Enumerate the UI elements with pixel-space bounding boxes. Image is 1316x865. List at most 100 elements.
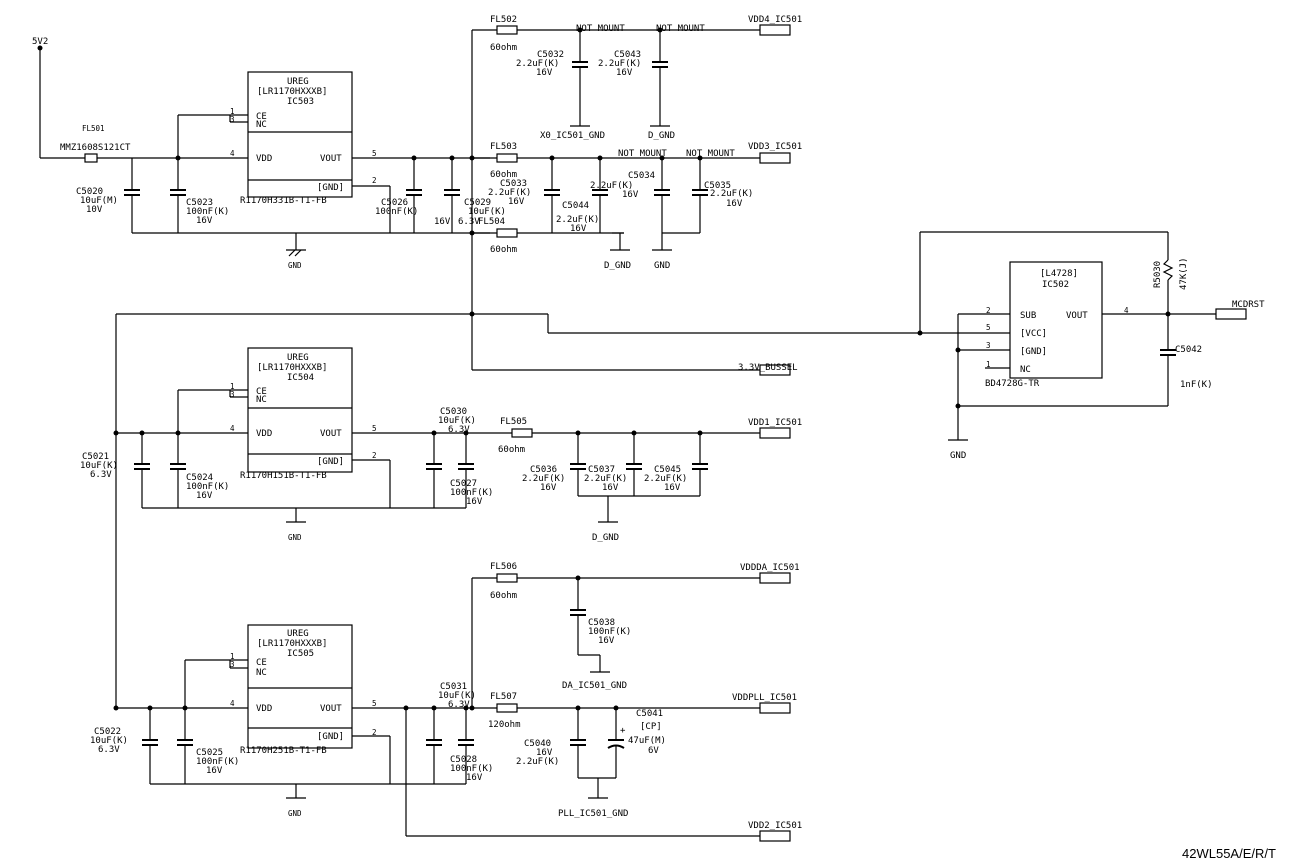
ic502-vout: VOUT bbox=[1066, 311, 1088, 321]
c5027-val: 100nF(K) bbox=[450, 488, 493, 498]
c5032-val: 2.2uF(K) bbox=[516, 59, 559, 69]
ic503-order: R1170H331B-T1-FB bbox=[240, 196, 327, 206]
c5035-val: 2.2uF(K) bbox=[710, 189, 753, 199]
net-vddpll: VDDPLL_IC501 bbox=[732, 693, 797, 703]
c5033-ref: C5033 bbox=[500, 179, 527, 189]
c5024-val: 100nF(K) bbox=[186, 482, 229, 492]
pin-num: 1 bbox=[986, 360, 991, 369]
gnd-ic504: GND bbox=[288, 533, 302, 542]
fl502-ref: FL502 bbox=[490, 15, 517, 25]
c5037-volt: 16V bbox=[602, 483, 619, 493]
fl507-ref: FL507 bbox=[490, 692, 517, 702]
c5021-val: 10uF(K) bbox=[80, 461, 118, 471]
c5034-val: 2.2uF(K) bbox=[590, 181, 633, 191]
ic503-type: UREG bbox=[287, 77, 309, 87]
ic505-order: R1170H251B-T1-FB bbox=[240, 746, 327, 756]
c5026-ref: C5026 bbox=[381, 198, 408, 208]
ic503-ref: IC503 bbox=[287, 97, 314, 107]
net-x0-gnd: X0_IC501_GND bbox=[540, 131, 605, 141]
pin-num: 4 bbox=[230, 149, 235, 158]
ic504-ce: CE bbox=[256, 387, 267, 397]
branch-vdd3: FL503 60ohm VDD3_IC501 NOT MOUNT NOT MOU… bbox=[472, 142, 802, 271]
c5033-volt: 16V bbox=[508, 197, 525, 207]
gnd-ic502: GND bbox=[950, 451, 966, 461]
gnd-ic503: GND bbox=[288, 261, 302, 270]
gnd-ic505: GND bbox=[288, 809, 302, 818]
ic505-ref: IC505 bbox=[287, 649, 314, 659]
ic503-ce: CE bbox=[256, 112, 267, 122]
c5035-ref: C5035 bbox=[704, 181, 731, 191]
net-vddda: VDDDA_IC501 bbox=[740, 563, 800, 573]
fl505-ref: FL505 bbox=[500, 417, 527, 427]
pin-num: 5 bbox=[372, 424, 377, 433]
pin-num: 5 bbox=[372, 699, 377, 708]
c5043-volt: 16V bbox=[616, 68, 633, 78]
net-pll-gnd: PLL_IC501_GND bbox=[558, 809, 628, 819]
c5045-val: 2.2uF(K) bbox=[644, 474, 687, 484]
c5041-plus: + bbox=[620, 726, 626, 736]
ic502-order: BD4728G-TR bbox=[985, 379, 1040, 389]
c5021-volt: 6.3V bbox=[90, 470, 112, 480]
ic504-gnd: [GND] bbox=[317, 457, 344, 467]
c5028-ref: C5028 bbox=[450, 755, 477, 765]
c5044-volt: 16V bbox=[570, 224, 587, 234]
c5032-ref: C5032 bbox=[537, 50, 564, 60]
pin-num: 5 bbox=[372, 149, 377, 158]
section-ic504: C5021 10uF(K) 6.3V C5024 100nF(K) 16V UR… bbox=[80, 347, 802, 543]
c5030-volt: 6.3V bbox=[448, 425, 470, 435]
ic505-part: [LR1170HXXXB] bbox=[257, 639, 327, 649]
fl501-part: MMZ1608S121CT bbox=[60, 143, 131, 153]
c5042-ref: C5042 bbox=[1175, 345, 1202, 355]
c5029-volt1: 16V bbox=[434, 217, 451, 227]
pin-num: 2 bbox=[372, 176, 377, 185]
pin-num: 3 bbox=[230, 660, 235, 669]
ic502-gnd: [GND] bbox=[1020, 347, 1047, 357]
ic502-nc: NC bbox=[1020, 365, 1031, 375]
net-mcdrst: MCDRST bbox=[1232, 300, 1265, 310]
net-gnd-2: GND bbox=[654, 261, 670, 271]
c5022-ref: C5022 bbox=[94, 727, 121, 737]
c5036-val: 2.2uF(K) bbox=[522, 474, 565, 484]
ic503-part: [LR1170HXXXB] bbox=[257, 87, 327, 97]
ic502-vcc: [VCC] bbox=[1020, 329, 1047, 339]
net-d-gnd-2: D_GND bbox=[604, 261, 631, 271]
c5043-ref: C5043 bbox=[614, 50, 641, 60]
c5042-val: 1nF(K) bbox=[1180, 380, 1213, 390]
ic502-part: [L4728] bbox=[1040, 269, 1078, 279]
net-vdd4: VDD4_IC501 bbox=[748, 15, 802, 25]
ic505-type: UREG bbox=[287, 629, 309, 639]
ic503-gnd: [GND] bbox=[317, 183, 344, 193]
pin-num: 2 bbox=[372, 728, 377, 737]
c5045-volt: 16V bbox=[664, 483, 681, 493]
ic502-sub: SUB bbox=[1020, 311, 1036, 321]
pin-num: 1 bbox=[230, 382, 235, 391]
ic502-ref: IC502 bbox=[1042, 280, 1069, 290]
c5028-volt: 16V bbox=[466, 773, 483, 783]
pin-num: 1 bbox=[230, 107, 235, 116]
ic503-nc: NC bbox=[256, 120, 267, 130]
net-bussel: 3.3V_BUSSEL bbox=[738, 363, 798, 373]
pin-num: 3 bbox=[986, 341, 991, 350]
c5031-volt: 6.3V bbox=[448, 700, 470, 710]
c5038-ref: C5038 bbox=[588, 618, 615, 628]
ic504-vout: VOUT bbox=[320, 429, 342, 439]
c5034-ref: C5034 bbox=[628, 171, 655, 181]
ic504-part: [LR1170HXXXB] bbox=[257, 363, 327, 373]
c5025-volt: 16V bbox=[206, 766, 223, 776]
ic504-ref: IC504 bbox=[287, 373, 314, 383]
ic505-nc: NC bbox=[256, 668, 267, 678]
c5041-type: [CP] bbox=[640, 722, 662, 732]
c5023-ref: C5023 bbox=[186, 198, 213, 208]
not-mount-1: NOT MOUNT bbox=[576, 24, 625, 34]
c5040-ref: C5040 bbox=[524, 739, 551, 749]
ic504-order: R1170H151B-T1-FB bbox=[240, 471, 327, 481]
ic504-type: UREG bbox=[287, 353, 309, 363]
ic505-vout: VOUT bbox=[320, 704, 342, 714]
c5028-val: 100nF(K) bbox=[450, 764, 493, 774]
c5027-ref: C5027 bbox=[450, 479, 477, 489]
ic503-vout: VOUT bbox=[320, 154, 342, 164]
fl504-ref: FL504 bbox=[478, 217, 505, 227]
c5041-ref: C5041 bbox=[636, 709, 663, 719]
fl501-ref: FL501 bbox=[82, 124, 105, 133]
